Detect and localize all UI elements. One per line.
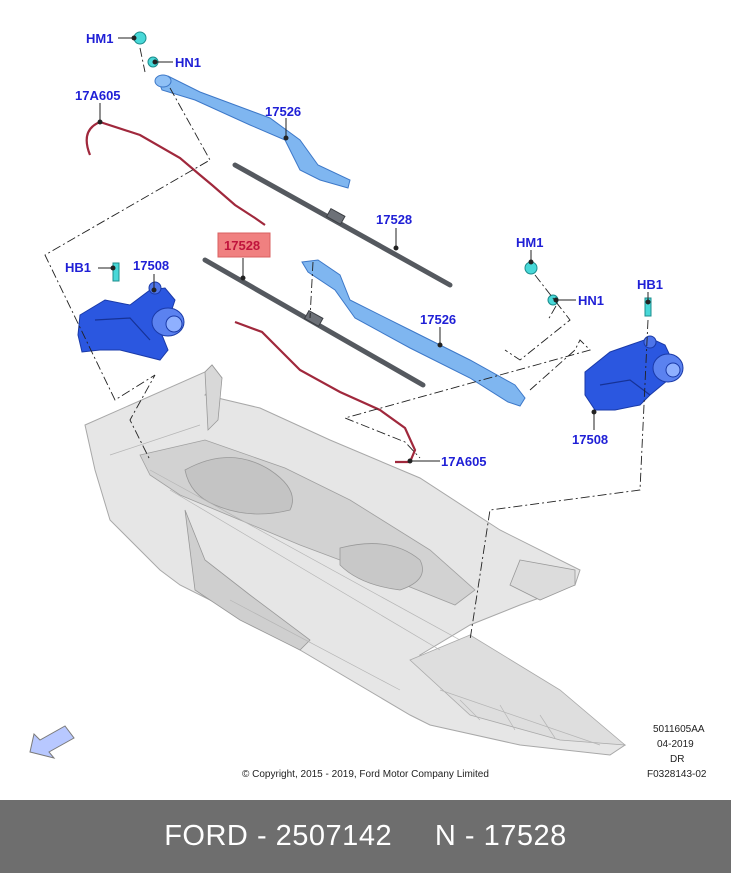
n-number: 17528: [483, 820, 567, 852]
callout-hn1-right: HN1: [578, 293, 604, 308]
part-number-banner: FORD - 2507142 N - 17528: [0, 800, 731, 873]
highlight-box: [217, 232, 271, 258]
callout-motor-right: 17508: [572, 432, 608, 447]
wiper-arm-top: [154, 74, 351, 189]
spacer: [392, 820, 435, 853]
wiper-blade-highlighted: [202, 257, 426, 388]
wiper-motor-right: [584, 335, 684, 411]
wiper-arm-right: [301, 259, 526, 407]
brand-label: FORD: [164, 820, 249, 852]
direction-arrow-icon: [29, 725, 75, 759]
callout-blade-top: 17528: [376, 212, 412, 227]
cowl-panel: [84, 364, 627, 756]
callout-blade-highlight: 17528: [224, 238, 260, 253]
wiper-motor-left: [77, 281, 185, 361]
callout-hb1-right: HB1: [637, 277, 663, 292]
callout-hose-top: 17A605: [75, 88, 121, 103]
callout-hose-bottom: 17A605: [441, 454, 487, 469]
info-line-3: DR: [670, 754, 684, 765]
bolt-hb1-left: [112, 262, 120, 282]
callout-hb1-left: HB1: [65, 260, 91, 275]
callout-hm1-top: HM1: [86, 31, 113, 46]
n-label: N: [434, 820, 457, 852]
info-line-1: 5011605AA: [653, 724, 705, 735]
leader-lines: [97, 35, 651, 464]
assembly-lines: [44, 47, 649, 641]
washer-hose-bottom: [234, 320, 417, 464]
separator: -: [456, 820, 484, 852]
info-line-4: F0328143-02: [647, 769, 707, 780]
callout-hn1-top: HN1: [175, 55, 201, 70]
washer-hose-top: [85, 120, 266, 226]
separator: -: [248, 820, 276, 852]
callout-arm-top: 17526: [265, 104, 301, 119]
parts-diagram: HM1 HN1 17A605 17526 17528 17528 HB1 175…: [29, 31, 707, 780]
part-number: 2507142: [275, 820, 393, 852]
wiper-blade-top: [232, 162, 453, 288]
info-line-2: 04-2019: [657, 739, 694, 750]
callout-arm-right: 17526: [420, 312, 456, 327]
callout-hm1-right: HM1: [516, 235, 543, 250]
callout-motor-left: 17508: [133, 258, 169, 273]
copyright-text: © Copyright, 2015 - 2019, Ford Motor Com…: [242, 769, 489, 780]
